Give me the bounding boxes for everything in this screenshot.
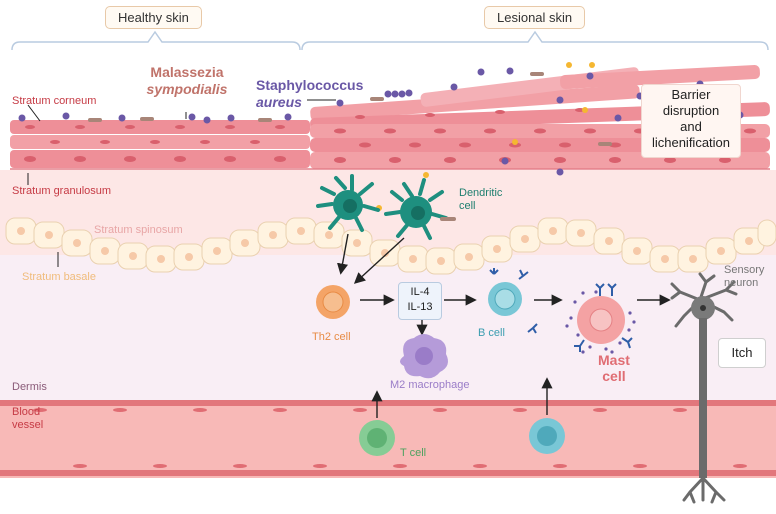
blood-vessel-label: Blood vessel — [12, 406, 43, 432]
healthy-bracket — [11, 30, 301, 51]
m2-macrophage-label: M2 macrophage — [390, 379, 470, 391]
arrow-dc-left-to-th2 — [337, 233, 349, 275]
malassezia-label: Malassezia sympodialis — [132, 64, 242, 98]
m2-macrophage — [400, 334, 448, 379]
t-cell — [359, 420, 395, 456]
itch-box: Itch — [718, 338, 766, 368]
endothelial-nuclei — [33, 408, 747, 468]
cytokine-il13: IL-13 — [407, 301, 433, 313]
barrier-line2: disruption — [662, 103, 720, 118]
neuron-label-line2: neuron — [724, 277, 759, 289]
sensory-neuron — [670, 272, 738, 504]
sensory-neuron-label: Sensory neuron — [724, 264, 764, 290]
mast-granules — [565, 290, 636, 354]
corneum-nuclei-healthy — [24, 125, 286, 162]
mast-cell-label: Mast cell — [598, 352, 630, 384]
blood-vessel-label-line2: vessel — [12, 419, 44, 431]
keratinocyte-nuclei — [17, 227, 753, 265]
malassezia-label-line1: Malassezia — [150, 64, 224, 80]
th2-cell — [316, 285, 350, 319]
mast-ige-receptors — [574, 283, 633, 352]
dermis-label: Dermis — [12, 381, 47, 393]
cytokine-il4: IL-4 — [410, 286, 430, 298]
staph-label-line1: Staphylococcus — [256, 77, 364, 93]
staph-label-line2: aureus — [256, 94, 302, 110]
dermis-background — [0, 255, 776, 400]
stratum-corneum-healthy — [10, 120, 310, 168]
barrier-line3: and — [680, 119, 702, 134]
th2-cell-label: Th2 cell — [312, 331, 351, 343]
lesional-skin-tag: Lesional skin — [484, 6, 586, 29]
b-cell-label: B cell — [478, 327, 505, 339]
stratum-basale-label: Stratum basale — [22, 271, 96, 283]
staph-label: Staphylococcus aureus — [256, 77, 363, 111]
arrow-dc-right-to-th2 — [353, 237, 405, 284]
dendritic-label-line1: Dendritic — [459, 187, 503, 199]
stratum-granulosum-label: Stratum granulosum — [12, 185, 112, 197]
t-cell-label: T cell — [400, 447, 427, 459]
toxin-particles — [376, 62, 595, 211]
dendritic-label-line2: cell — [459, 200, 476, 212]
circulating-b-cell — [529, 418, 565, 454]
dendritic-cell-left — [316, 174, 380, 232]
cytokine-box: IL-4 IL-13 — [398, 282, 442, 320]
dendritic-cell-label: Dendritic cell — [459, 187, 502, 213]
barrier-disruption-box: Barrier disruption and lichenification — [641, 84, 741, 158]
blood-vessel-label-line1: Blood — [12, 406, 41, 418]
healthy-skin-tag: Healthy skin — [105, 6, 202, 29]
malassezia-label-line2: sympodialis — [146, 81, 228, 97]
mast-cell — [577, 296, 625, 344]
b-cell — [488, 282, 522, 316]
lesional-bracket — [301, 30, 769, 51]
corneum-pointer — [27, 104, 41, 122]
dendritic-cell-right — [384, 178, 456, 240]
mast-label-line2: cell — [602, 368, 626, 384]
neuron-label-line1: Sensory — [724, 264, 765, 276]
antibodies — [489, 268, 538, 334]
stratum-corneum-label: Stratum corneum — [12, 95, 97, 107]
barrier-line4: lichenification — [651, 135, 731, 150]
stratum-spinosum-label: Stratum spinosum — [94, 224, 183, 236]
mast-label-line1: Mast — [598, 352, 630, 368]
barrier-line1: Barrier — [671, 87, 711, 102]
